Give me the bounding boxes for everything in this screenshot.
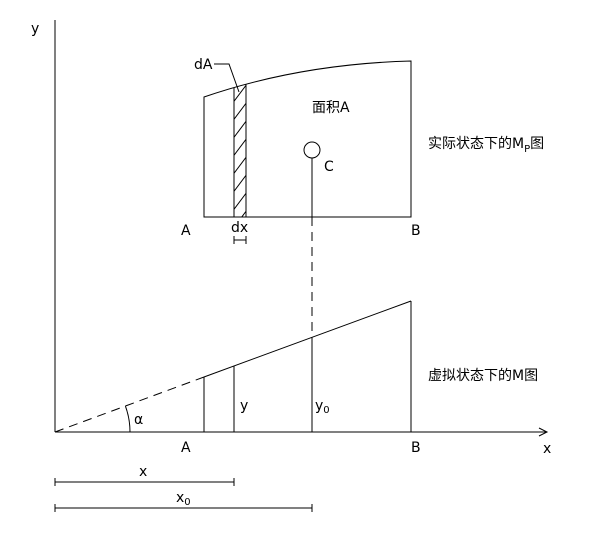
x-axis-arrow-icon [538, 427, 549, 437]
centroid-marker [303, 141, 321, 159]
y0-prefix: y [315, 398, 323, 414]
virtual-diagram-title: 虚拟状态下的M图 [428, 368, 538, 384]
strip-width-marker [233, 236, 247, 244]
strip-width-label: dx [231, 220, 248, 236]
angle-arc [124, 405, 131, 433]
slope-line [203, 300, 412, 378]
real-title-subscript: P [524, 144, 530, 155]
ordinate-y-label: y [240, 398, 248, 414]
x0-prefix: x [176, 490, 184, 506]
axes: y x [31, 20, 551, 457]
dimension-x0-label: x0 [176, 490, 191, 508]
area-label: 面积A [312, 100, 350, 116]
strip-hatching [234, 84, 246, 217]
virtual-left-label: A [181, 440, 191, 456]
element-area-leader [214, 63, 240, 93]
virtual-state-diagram: α y y0 A B 虚拟状态下的M图 [54, 300, 538, 456]
ordinate-y0-label: y0 [315, 398, 330, 416]
mp-diagram-outline [203, 60, 412, 218]
real-diagram-title: 实际状态下的MP图 [428, 136, 544, 155]
real-right-label: B [411, 223, 421, 239]
y0-subscript: 0 [323, 405, 329, 416]
element-area-label: dA [194, 57, 213, 73]
centroid-label: C [324, 159, 334, 175]
x0-subscript: 0 [184, 497, 190, 508]
virtual-right-label: B [411, 440, 421, 456]
real-state-diagram: dA 面积A C A B dx 实际状态下的MP图 [181, 57, 544, 244]
dimension-x: x [54, 464, 235, 486]
dimension-x0: x0 [54, 490, 313, 512]
real-left-label: A [181, 223, 191, 239]
dimension-x-label: x [139, 464, 147, 480]
y-axis-label: y [31, 21, 39, 37]
angle-label: α [134, 412, 143, 428]
x-axis-label: x [543, 441, 551, 457]
slope-line-extension [54, 376, 205, 433]
real-title-suffix: 图 [530, 136, 544, 152]
real-title-prefix: 实际状态下的M [428, 136, 524, 152]
